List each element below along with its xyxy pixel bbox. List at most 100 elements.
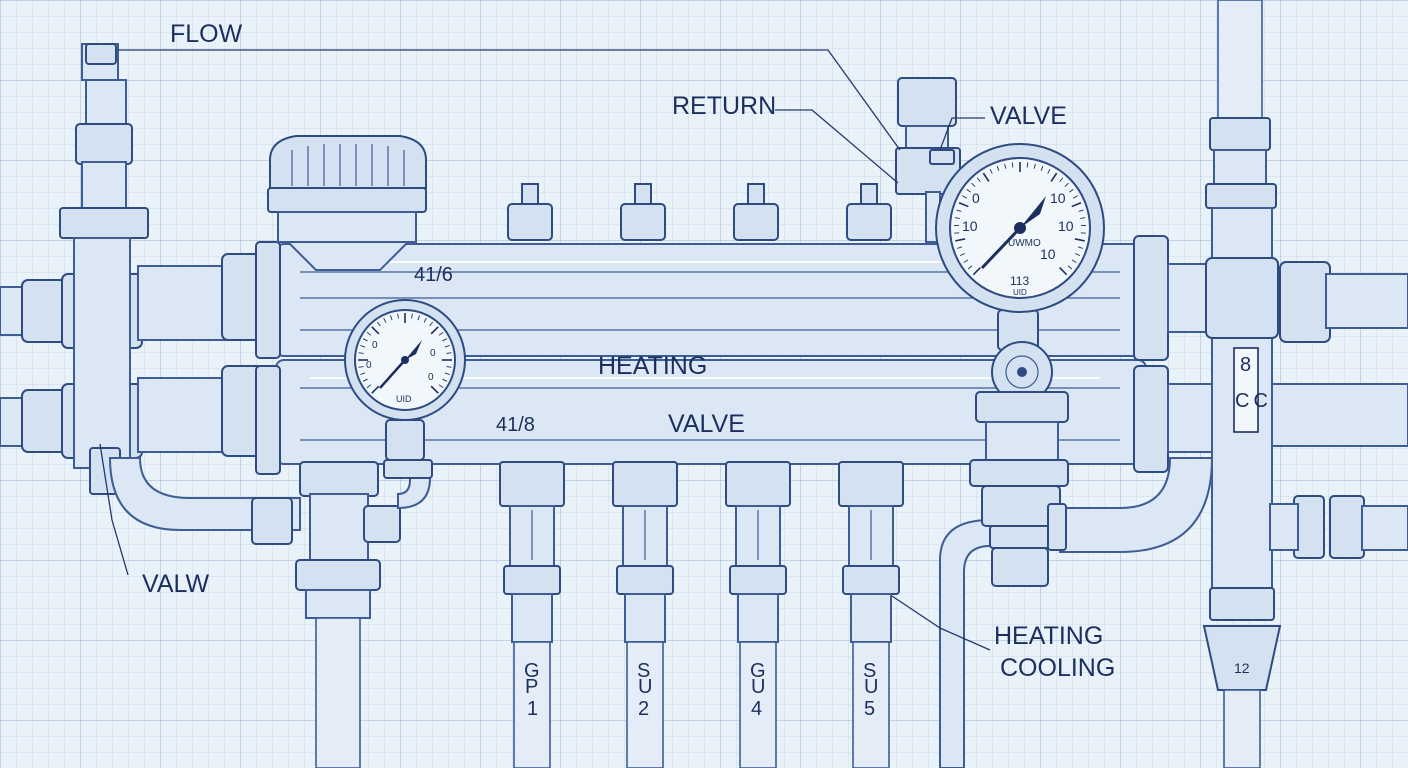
gauge-tick-mark bbox=[989, 168, 993, 174]
gauge-tick-mark bbox=[1004, 163, 1007, 169]
gauge-tick-mark bbox=[1026, 162, 1029, 168]
gauge-tick-mark bbox=[958, 202, 969, 208]
large-gauge-ticks bbox=[954, 162, 1086, 276]
right-drop-pipe bbox=[939, 519, 999, 768]
gauge-tick-mark bbox=[1050, 172, 1058, 182]
gauge-tick-mark bbox=[438, 332, 444, 336]
small-pressure-gauge bbox=[344, 299, 466, 421]
gauge-tick-mark bbox=[966, 188, 971, 193]
gauge-tick-mark bbox=[377, 321, 381, 327]
return-label: RETURN bbox=[672, 92, 777, 120]
gauge-tick-mark bbox=[962, 195, 967, 199]
gauge-tick-mark bbox=[446, 352, 452, 354]
gauge-tick-mark bbox=[1059, 177, 1064, 182]
gauge-tick-mark bbox=[959, 253, 965, 257]
gauge-tick-mark bbox=[1067, 265, 1073, 270]
left-return-pipe bbox=[0, 365, 279, 459]
gauge-tick-mark bbox=[390, 315, 393, 321]
gauge-tick-mark bbox=[1075, 253, 1081, 257]
loop-2-label-mid: U bbox=[638, 676, 653, 698]
large-gauge-unit: UWMO bbox=[1008, 238, 1041, 249]
gauge-tick-mark bbox=[967, 265, 973, 270]
gauge-tick-mark bbox=[442, 338, 448, 342]
side-tag-top: 8 bbox=[1240, 354, 1252, 376]
loop-4-label-top: S bbox=[863, 660, 877, 682]
gauge-tick-mark bbox=[444, 345, 450, 348]
gauge-tick-mark bbox=[366, 332, 372, 336]
right-control-valve bbox=[969, 309, 1069, 587]
valve-center-label: VALVE bbox=[668, 410, 745, 438]
loop-1-label-top: G bbox=[524, 660, 540, 682]
gauge-tick-mark bbox=[957, 246, 963, 249]
large-gauge-value: 113 bbox=[1010, 274, 1030, 288]
main-valve-knob bbox=[267, 135, 427, 271]
gauge-tick-mark bbox=[1071, 259, 1077, 263]
gauge-tick-mark bbox=[429, 321, 433, 327]
gauge-tick-mark bbox=[972, 267, 981, 276]
left-supply-pipe bbox=[0, 253, 279, 349]
gauge-tick-mark bbox=[371, 326, 380, 335]
size-top-label: 41/6 bbox=[414, 264, 453, 286]
gauge-tick-mark bbox=[383, 317, 387, 323]
flow-label: FLOW bbox=[170, 20, 243, 48]
gauge-tick-mark bbox=[430, 326, 439, 335]
small-gauge-tick-3: 0 bbox=[366, 360, 372, 371]
loop-2-label-top: S bbox=[637, 660, 651, 682]
large-gauge-tick-2: 10 bbox=[1050, 190, 1066, 206]
gauge-tick-mark bbox=[446, 366, 452, 368]
gauge-tick-mark bbox=[360, 345, 366, 348]
gauge-tick-mark bbox=[996, 165, 1000, 171]
loop-4-label-num: 5 bbox=[864, 698, 876, 720]
right-return-branch bbox=[1059, 457, 1408, 559]
gauge-tick-mark bbox=[417, 315, 420, 321]
small-gauge-ticks bbox=[358, 313, 452, 394]
loop-3-label-mid: U bbox=[751, 676, 766, 698]
large-gauge-tick-5: 10 bbox=[1040, 246, 1056, 262]
return-air-vent bbox=[895, 77, 961, 243]
gauge-tick-mark bbox=[971, 182, 976, 187]
gauge-tick-mark bbox=[976, 177, 981, 182]
small-gauge-tick-4: 0 bbox=[428, 372, 434, 383]
side-tag-bottom: CC bbox=[1235, 390, 1272, 412]
valve-top-label: VALVE bbox=[990, 102, 1067, 130]
gauge-tick-mark bbox=[1073, 195, 1078, 199]
loop-1-label-num: 1 bbox=[527, 698, 539, 720]
valve-left-label: VALW bbox=[142, 570, 210, 598]
large-gauge-tick-1: 0 bbox=[972, 190, 980, 206]
gauge-tick-mark bbox=[411, 313, 413, 319]
gauge-tick-mark bbox=[982, 172, 990, 182]
loop-outlets bbox=[499, 461, 904, 768]
small-gauge-unit: UID bbox=[396, 394, 412, 404]
gauge-tick-mark bbox=[371, 385, 380, 394]
gauge-tick-mark bbox=[1011, 162, 1014, 168]
left-vertical-valve bbox=[59, 43, 149, 495]
size-bottom-label: 41/8 bbox=[496, 414, 535, 436]
gauge-tick-mark bbox=[397, 313, 399, 319]
loop-3-label-top: G bbox=[750, 660, 766, 682]
gauge-tick-mark bbox=[444, 372, 450, 375]
large-gauge-tick-3: 10 bbox=[962, 218, 978, 234]
gauge-tick-mark bbox=[442, 378, 448, 382]
large-pressure-gauge bbox=[935, 143, 1105, 313]
gauge-tick-mark bbox=[1040, 165, 1044, 171]
callout-leaders bbox=[99, 49, 991, 651]
loop-3-label-num: 4 bbox=[751, 698, 763, 720]
gauge-tick-mark bbox=[358, 352, 364, 354]
lower-left-tee bbox=[295, 459, 433, 768]
large-gauge-subtext: UID bbox=[1013, 288, 1027, 297]
gauge-tick-mark bbox=[438, 384, 444, 388]
gauge-tick-mark bbox=[362, 378, 368, 382]
large-gauge-tick-4: 10 bbox=[1058, 218, 1074, 234]
small-gauge-tick-1: 0 bbox=[372, 340, 378, 351]
gauge-tick-mark bbox=[1033, 163, 1036, 169]
gauge-tick-mark bbox=[423, 317, 427, 323]
gauge-tick-mark bbox=[1064, 182, 1069, 187]
gauge-tick-mark bbox=[1074, 238, 1085, 242]
loop-1-label-mid: P bbox=[525, 676, 539, 698]
gauge-tick-mark bbox=[955, 238, 966, 242]
heating-cooling-label-line1: HEATING bbox=[994, 622, 1104, 650]
gauge-tick-mark bbox=[954, 217, 960, 219]
gauge-tick-mark bbox=[360, 372, 366, 375]
gauge-tick-mark bbox=[1080, 217, 1086, 219]
